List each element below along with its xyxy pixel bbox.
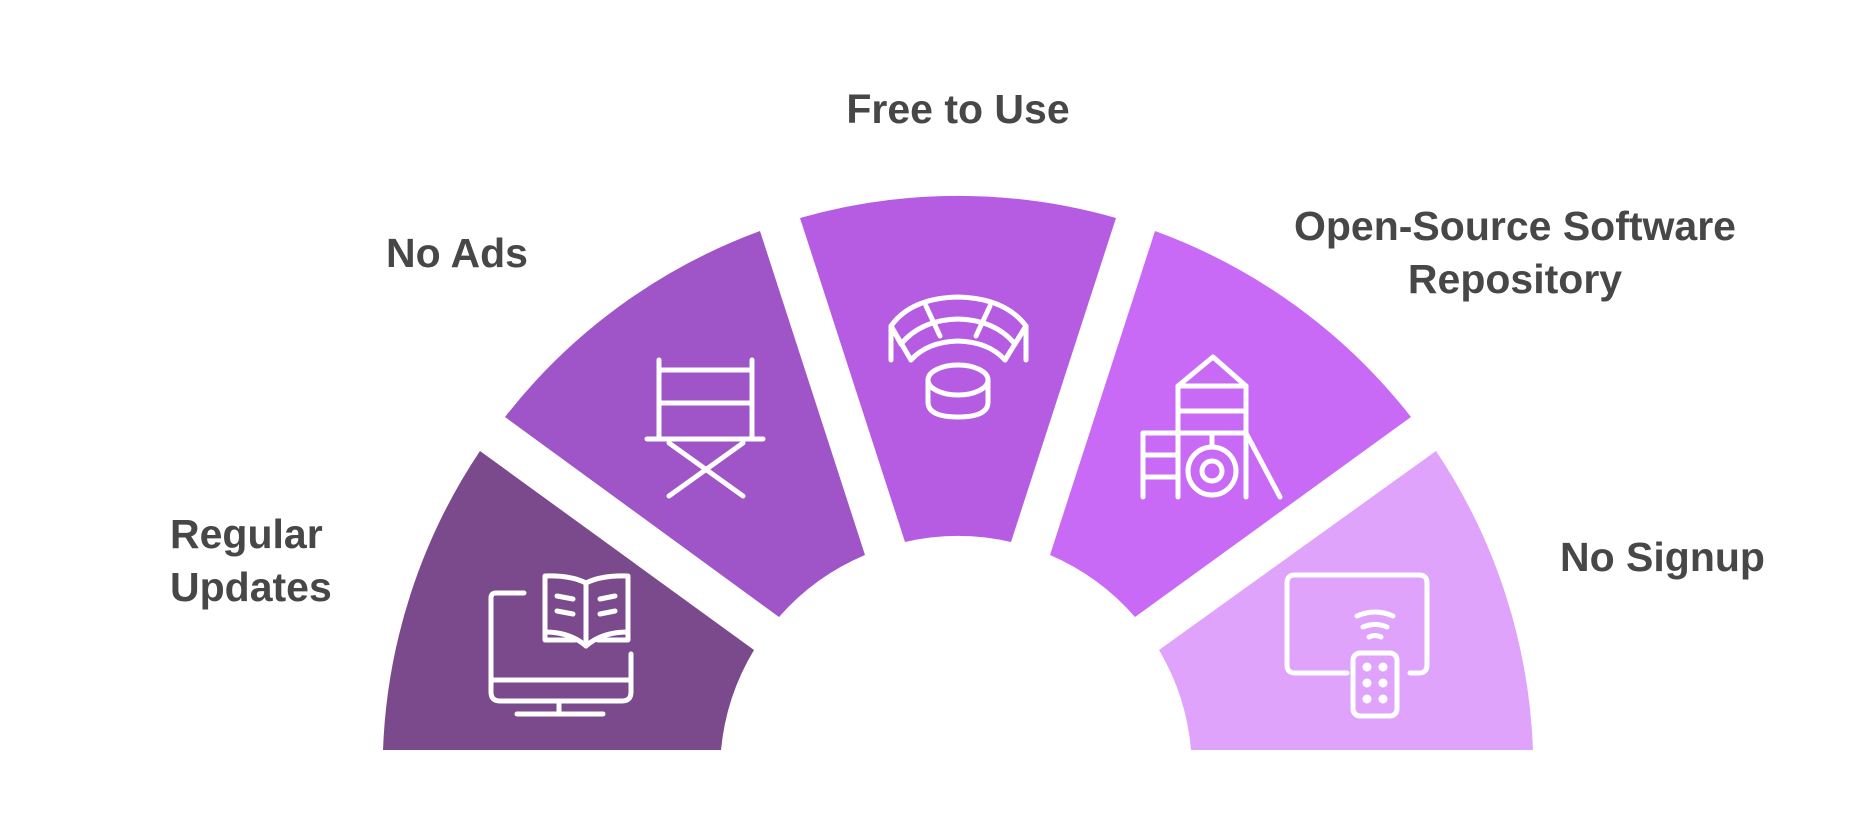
label-regular-updates: Regular Updates: [170, 511, 332, 610]
director-chair-icon: [644, 357, 766, 499]
label-no-signup: No Signup: [1560, 534, 1765, 580]
segment-no-ads: [505, 231, 865, 617]
playground-icon: [1140, 354, 1283, 500]
tv-remote-icon: [1284, 572, 1430, 719]
label-open-source: Open-Source Software Repository: [1294, 203, 1736, 302]
book-monitor-icon: [488, 573, 634, 717]
stadium-coin-icon: [888, 294, 1029, 420]
label-free-to-use: Free to Use: [846, 86, 1070, 132]
label-no-ads: No Ads: [386, 230, 528, 276]
segment-open-source: [1050, 231, 1411, 617]
segment-free-to-use: [800, 195, 1116, 542]
segment-no-signup: [1159, 451, 1533, 750]
